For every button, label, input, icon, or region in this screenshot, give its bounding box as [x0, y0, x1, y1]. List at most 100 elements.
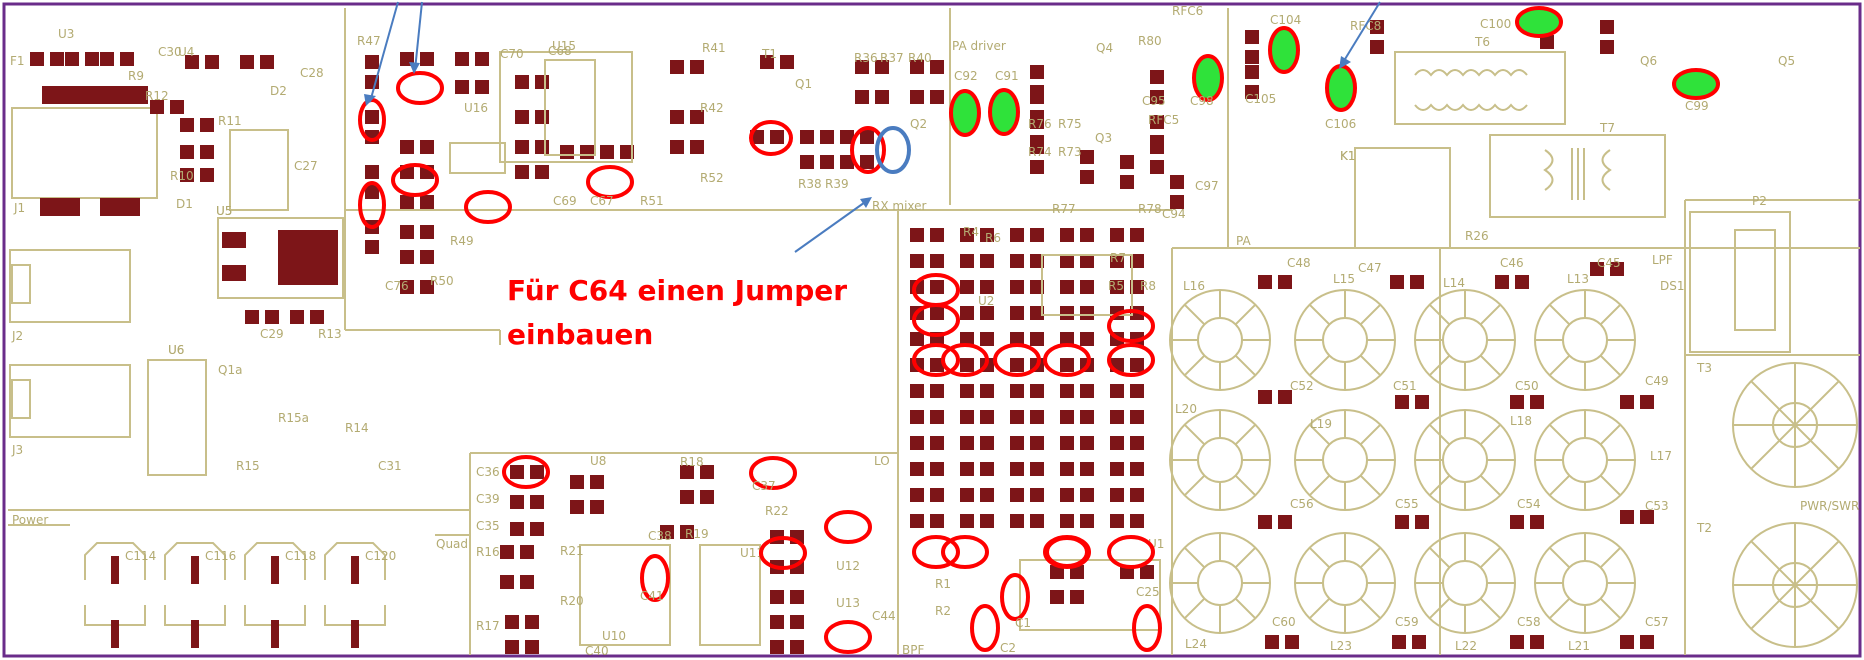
- red-highlight: [759, 536, 807, 570]
- pad: [180, 168, 194, 182]
- green-highlight: [1672, 68, 1720, 100]
- component-label: R75: [1058, 117, 1082, 131]
- pad: [570, 475, 584, 489]
- svg-text:T2: T2: [1696, 521, 1712, 535]
- pad: [680, 490, 694, 504]
- pad: [1285, 635, 1299, 649]
- pad: [930, 60, 944, 74]
- green-highlight: [1192, 54, 1224, 102]
- pad: [1060, 280, 1074, 294]
- component-label: Q6: [1640, 54, 1657, 68]
- component-label: C59: [1395, 615, 1419, 629]
- component-label: R17: [476, 619, 500, 633]
- pad: [910, 60, 924, 74]
- component-label: DS1: [1660, 279, 1685, 293]
- pad: [1030, 280, 1044, 294]
- pad: [1110, 254, 1124, 268]
- component-label: C31: [378, 459, 402, 473]
- pad: [1030, 306, 1044, 320]
- component-label: C106: [1325, 117, 1356, 131]
- pad: [1080, 228, 1094, 242]
- pad: [1080, 410, 1094, 424]
- component-label: R50: [430, 274, 454, 288]
- pad: [170, 100, 184, 114]
- pad: [1610, 262, 1624, 276]
- pad: [860, 130, 874, 144]
- pad: [690, 60, 704, 74]
- component-label: K1: [1340, 149, 1356, 163]
- red-highlight: [586, 165, 634, 199]
- component-label: D1: [176, 197, 193, 211]
- component-label: C45: [1597, 256, 1621, 270]
- pad: [1010, 254, 1024, 268]
- red-highlight: [1132, 604, 1162, 652]
- component-label: R80: [1138, 34, 1162, 48]
- pad: [240, 55, 254, 69]
- pad: [1150, 160, 1164, 174]
- pad: [420, 195, 434, 209]
- pad: [1130, 488, 1144, 502]
- component-label: R40: [908, 51, 932, 65]
- component-label: C44: [872, 609, 896, 623]
- pad: [1620, 635, 1634, 649]
- component-label: L18: [1510, 414, 1532, 428]
- pad: [930, 410, 944, 424]
- pad: [910, 436, 924, 450]
- pad: [520, 575, 534, 589]
- component-label: U4: [178, 45, 194, 59]
- label-pa-driver: PA driver: [952, 39, 1006, 53]
- component-label: R51: [640, 194, 664, 208]
- component-label: C29: [260, 327, 284, 341]
- pad: [1030, 436, 1044, 450]
- pad: [200, 118, 214, 132]
- pad: [910, 384, 924, 398]
- pad: [1060, 462, 1074, 476]
- component-label: C68: [548, 44, 572, 58]
- svg-text:C27: C27: [294, 159, 318, 173]
- component-label: U8: [590, 454, 606, 468]
- pad: [855, 90, 869, 104]
- component-label: C25: [1136, 585, 1160, 599]
- component-label: U5: [216, 204, 232, 218]
- component-label: R20: [560, 594, 584, 608]
- pad: [960, 358, 974, 372]
- pad: [505, 615, 519, 629]
- pad: [65, 52, 79, 66]
- component-label: C118: [285, 549, 316, 563]
- pad: [560, 145, 574, 159]
- pad: [475, 80, 489, 94]
- green-highlight: [1325, 64, 1357, 112]
- component-label: L23: [1330, 639, 1352, 653]
- pad: [290, 310, 304, 324]
- component-label: R42: [700, 101, 724, 115]
- connectors: J1 J2 J3 P2: [9, 107, 1791, 457]
- pad: [1130, 410, 1144, 424]
- component-label: R21: [560, 544, 584, 558]
- pad: [1510, 635, 1524, 649]
- component-label: R2: [935, 604, 951, 618]
- component-label: F1: [10, 54, 25, 68]
- pad: [790, 590, 804, 604]
- pad: [1030, 65, 1044, 79]
- component-label: R11: [218, 114, 242, 128]
- pad: [185, 55, 199, 69]
- pad: [420, 250, 434, 264]
- component-label: C50: [1515, 379, 1539, 393]
- pad: [790, 640, 804, 654]
- component-label: Q1a: [218, 363, 242, 377]
- red-highlight: [993, 343, 1041, 377]
- svg-text:U16: U16: [464, 101, 488, 115]
- pad: [1130, 514, 1144, 528]
- component-label: U12: [836, 559, 860, 573]
- pad: [365, 240, 379, 254]
- pad: [1110, 228, 1124, 242]
- pad: [780, 55, 794, 69]
- pad: [200, 145, 214, 159]
- red-highlight: [358, 181, 386, 229]
- pad: [1050, 565, 1064, 579]
- component-label: C91: [995, 69, 1019, 83]
- pad: [580, 145, 594, 159]
- pad: [910, 254, 924, 268]
- pad: [1130, 436, 1144, 450]
